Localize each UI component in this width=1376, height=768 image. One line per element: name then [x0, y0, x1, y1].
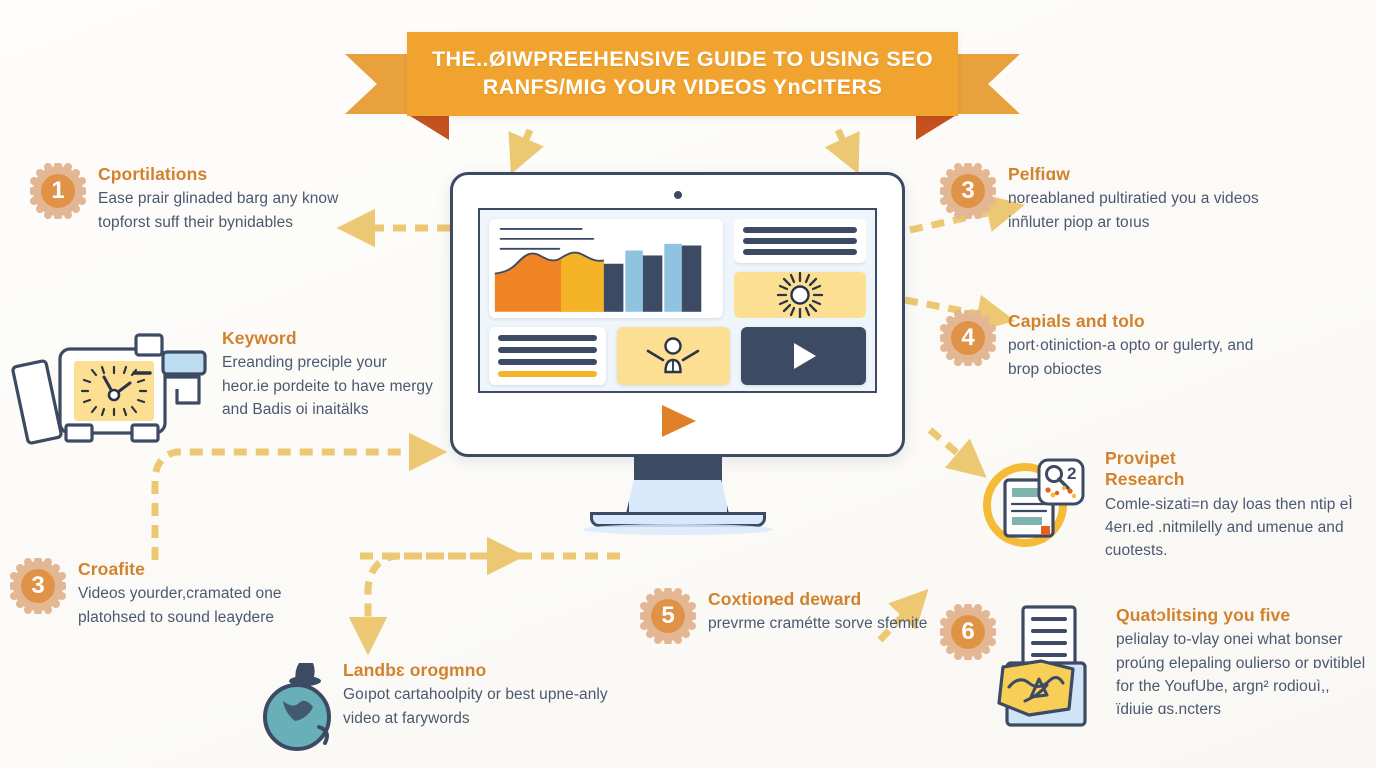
- step-block-provipet-research: Provipet Research Comle-sizati=n day loa…: [1105, 448, 1367, 562]
- person-icon: [647, 337, 700, 374]
- banner-fold-left: [407, 114, 449, 140]
- step-body: Ease prair glinaded barg any know topfor…: [98, 190, 339, 231]
- starburst-badge-icon: [940, 604, 996, 660]
- step-title: Cportilations: [98, 164, 208, 184]
- starburst-badge-icon: [940, 163, 996, 219]
- arrow-to-keyword: [151, 432, 448, 560]
- step-block-4-right: 4 Capials and tolo port·otiniction-a opt…: [940, 310, 1280, 381]
- banner-body: THE..ØIWPREEHENSIVE GUIDE TO USING SEO R…: [407, 32, 958, 116]
- text-lines-card-top: [733, 219, 866, 263]
- chart-graphic: [494, 228, 702, 312]
- arrow-banner-left: [508, 128, 544, 175]
- banner-title-line1: THE..ØIWPREEHENSIVE GUIDE TO USING SEO: [431, 47, 934, 72]
- step-badge-6: 6: [940, 604, 996, 660]
- step-badge-3-left: 3: [10, 558, 66, 614]
- step-badge-1: 1: [30, 163, 86, 219]
- text-line: [498, 335, 597, 342]
- step-body: Videos yourder,cramated one platohsed to…: [78, 585, 282, 626]
- arrow-banner-right: [824, 128, 860, 174]
- analytics-chart-card: [489, 219, 723, 319]
- step-badge-4: 4: [940, 310, 996, 366]
- step-title: Quatɔlitsing you five: [1116, 605, 1291, 625]
- starburst-badge-icon: [10, 558, 66, 614]
- globe-icon: [253, 655, 345, 760]
- step-body: peliɑlay to-vlay onei what bonser proúng…: [1116, 631, 1366, 719]
- video-play-card[interactable]: [740, 327, 866, 386]
- step-title: Provipet Research: [1105, 448, 1185, 490]
- monitor-frame: [450, 172, 908, 457]
- step-title: Coxtion̵ed deward: [708, 589, 862, 609]
- text-line: [498, 359, 597, 366]
- step-block-landbs: Landbɛ orogmno Goıpot cartahoolpity or b…: [343, 660, 613, 730]
- step-body: noreablaned pultiratied you a videos inñ…: [1008, 190, 1259, 231]
- step-body: Goıpot cartahoolpity or best upne-anly v…: [343, 686, 608, 727]
- play-icon[interactable]: [786, 339, 820, 373]
- step-block-3-left: 3 Croafite Videos yourder,cramated one p…: [10, 558, 350, 629]
- step-badge-3-right: 3: [940, 163, 996, 219]
- banner-fold-right: [916, 114, 958, 140]
- step-title: Keyword: [222, 328, 297, 348]
- step-title: Landbɛ orogmno: [343, 660, 487, 680]
- step-number: 5: [661, 602, 675, 629]
- document-search-icon: 2: [975, 452, 1087, 563]
- computer-monitor-illustration: [450, 172, 908, 535]
- monitor-play-icon[interactable]: [656, 402, 700, 440]
- arrow-to-research: [927, 427, 987, 478]
- text-line-highlight: [498, 371, 597, 378]
- step-body: port·otiniction-a opto or gulerty, and b…: [1008, 337, 1254, 378]
- webcam-dot-icon: [673, 191, 682, 199]
- step-body: Comle-sizati=n day loas then ntip eÌ 4er…: [1105, 495, 1353, 560]
- text-line: [742, 238, 857, 244]
- document-map-icon: [995, 605, 1099, 750]
- step-number: 6: [961, 618, 975, 645]
- step-block-keyword: Keyword Ereanding preciple your heor.ie …: [222, 328, 434, 421]
- text-line: [742, 249, 857, 255]
- step-title: Pelfiɑw: [1008, 164, 1070, 184]
- starburst-badge-icon: [30, 163, 86, 219]
- monitor-neck: [625, 480, 730, 516]
- title-banner: THE..ØIWPREEHENSIVE GUIDE TO USING SEO R…: [345, 32, 1020, 140]
- step-block-5: 5 Coxtion̵ed deward prevrme cramétte sor…: [640, 588, 940, 644]
- sun-icon: [776, 272, 824, 319]
- monitor-screen: [478, 208, 877, 393]
- step-block-3-right: 3 Pelfiɑw noreablaned pultiratied you a …: [940, 163, 1280, 234]
- arrow-to-landbs: [348, 552, 620, 656]
- text-lines-card-bottom: [489, 327, 606, 386]
- monitor-base-shadow: [582, 524, 773, 535]
- audience-widget-card: [616, 327, 730, 386]
- step-number: 3: [31, 572, 45, 599]
- step-title: Croafite: [78, 559, 145, 579]
- step-block-6: 6 Quatɔlitsing you five peliɑlay to-vlay…: [940, 604, 1370, 721]
- sun-widget-card: [733, 272, 866, 319]
- step-body: prevrme cramétte sorve sfemite: [708, 615, 928, 633]
- step-number: 1: [51, 177, 65, 204]
- monitor-neck-top: [633, 457, 722, 484]
- step-block-1: 1 Cportilations Ease prair glinaded barg…: [30, 163, 350, 234]
- step-body: Ereanding preciple your heor.ie pordeite…: [222, 354, 433, 418]
- right-widgets-column: [733, 219, 866, 319]
- step-title: Capials and tolo: [1008, 311, 1145, 331]
- svg-text:2: 2: [1067, 464, 1076, 483]
- step-number: 4: [961, 324, 975, 351]
- banner-title-line2: RANFS/MIG YOUR VIDEOS YnCITERS: [482, 75, 883, 99]
- starburst-badge-icon: [940, 310, 996, 366]
- step-number: 3: [961, 177, 975, 204]
- text-line: [742, 227, 857, 233]
- step-badge-5: 5: [640, 588, 696, 644]
- text-line: [498, 347, 597, 354]
- clock-camera-icon: [8, 325, 208, 455]
- starburst-badge-icon: [640, 588, 696, 644]
